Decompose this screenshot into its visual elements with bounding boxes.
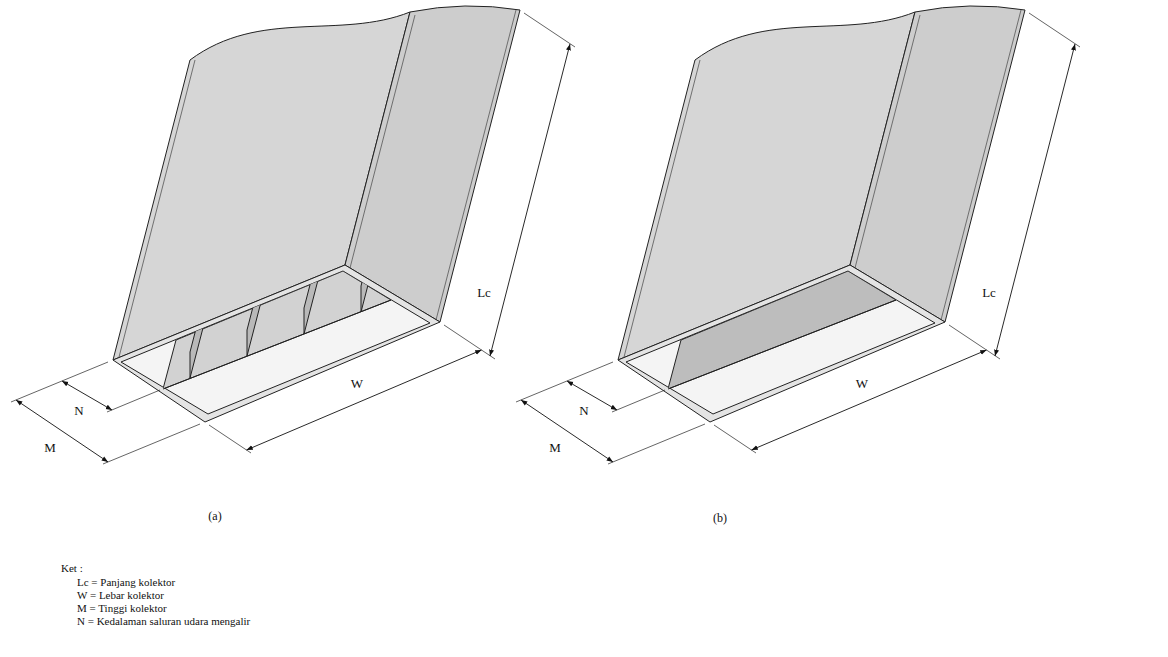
extension-line: [608, 424, 705, 464]
dimension-label: M: [548, 440, 562, 455]
dimension-label-holder: Lc: [981, 283, 997, 301]
legend-line: N = Kedalaman saluran udara mengalir: [76, 615, 251, 627]
edge-line: [941, 10, 1021, 320]
air-channel: [121, 271, 430, 414]
dimension-label-holder: Lc: [476, 283, 492, 301]
dimension-label: M: [43, 440, 57, 455]
absorber-plate: [163, 271, 391, 389]
extension-line: [714, 425, 756, 453]
dimension-line: [16, 400, 108, 462]
dimension-label-holder: N: [578, 401, 589, 419]
dimension-label: W: [350, 376, 364, 391]
dimension-lines: [521, 44, 1075, 462]
figure-caption: (b): [712, 511, 728, 525]
fin: [361, 232, 375, 312]
dimension-line: [567, 381, 617, 410]
front-frame: [113, 265, 440, 422]
extension-line: [1029, 13, 1080, 47]
dimension-line: [490, 44, 570, 356]
legend-heading-holder: Ket :: [60, 558, 84, 576]
dimension-line: [62, 381, 112, 410]
absorber-group: [163, 232, 391, 389]
dimension-line: [995, 44, 1075, 356]
extension-line: [949, 325, 1000, 359]
extension-line: [612, 390, 665, 412]
side-face: [850, 6, 1025, 322]
edge-line: [855, 15, 920, 268]
dimension-label: Lc: [476, 285, 492, 300]
dimension-label: Lc: [981, 285, 997, 300]
edge-line: [350, 15, 415, 268]
dimension-line: [752, 350, 987, 450]
legend-line: W = Lebar kolektor: [76, 589, 165, 601]
edge-line: [436, 10, 516, 320]
figure-caption-holder: (b): [712, 508, 728, 526]
extension-line: [209, 425, 251, 453]
air-channel: [626, 271, 935, 414]
legend-line-holder: W = Lebar kolektor: [76, 585, 165, 603]
extension-line: [444, 325, 495, 359]
collector-flat: [516, 6, 1080, 464]
fin: [304, 254, 318, 334]
dimension-label-holder: M: [43, 438, 57, 456]
extension-line: [103, 424, 200, 464]
edge-line: [118, 60, 195, 361]
extension-lines: [516, 13, 1080, 464]
fin: [190, 298, 204, 378]
legend-line: M = Tinggi kolektor: [76, 602, 168, 614]
collector-finned: [11, 6, 575, 464]
dimension-lines: [16, 44, 570, 462]
extension-line: [11, 362, 108, 402]
dimension-label: N: [73, 403, 84, 418]
dimension-label-holder: N: [73, 401, 84, 419]
legend-heading: Ket :: [60, 562, 84, 574]
extension-line: [107, 390, 160, 412]
dimension-label: N: [578, 403, 589, 418]
fin: [247, 276, 261, 356]
extension-lines: [11, 13, 575, 464]
front-frame: [618, 265, 945, 422]
edge-line: [623, 60, 700, 361]
extension-line: [516, 362, 613, 402]
legend-line-holder: M = Tinggi kolektor: [76, 598, 168, 616]
absorber-plate: [668, 271, 896, 389]
dimension-label-holder: W: [855, 374, 869, 392]
dimension-label-holder: W: [350, 374, 364, 392]
dimension-line: [247, 350, 482, 450]
dimension-label-holder: M: [548, 438, 562, 456]
dimension-label: W: [855, 376, 869, 391]
extension-line: [524, 13, 575, 47]
absorber-group: [668, 271, 896, 389]
legend-line-holder: N = Kedalaman saluran udara mengalir: [76, 611, 251, 629]
legend-line-holder: Lc = Panjang kolektor: [76, 572, 176, 590]
dimension-line: [521, 400, 613, 462]
figure-caption-holder: (a): [207, 506, 222, 524]
side-face: [345, 6, 520, 322]
legend-line: Lc = Panjang kolektor: [76, 576, 176, 588]
figure-caption: (a): [207, 509, 222, 523]
